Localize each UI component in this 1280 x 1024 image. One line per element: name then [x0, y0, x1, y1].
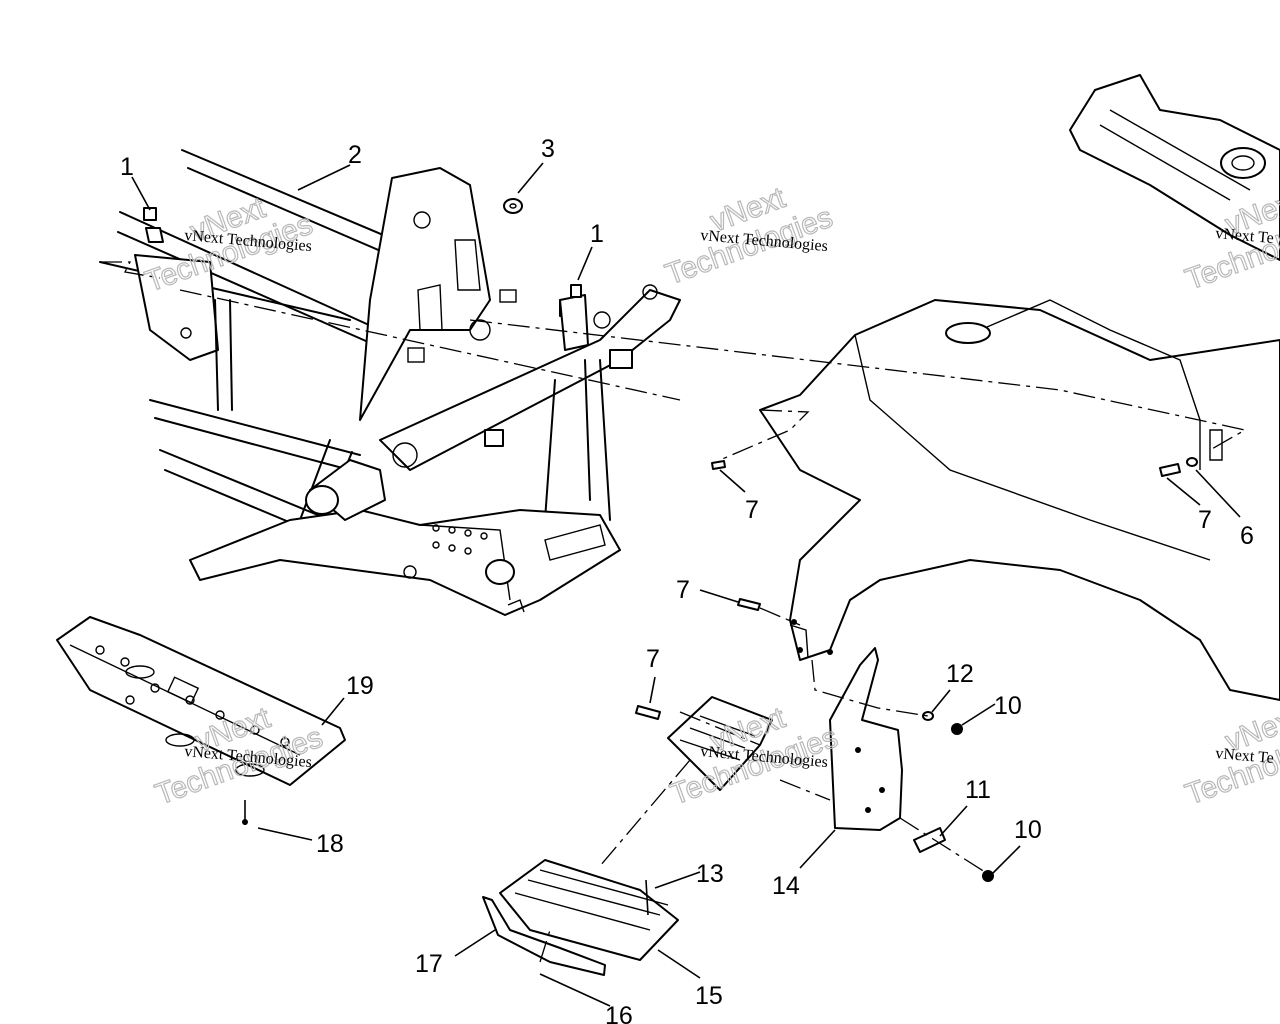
callout-10-upper: 10 — [994, 692, 1022, 720]
callout-11: 11 — [965, 776, 991, 804]
watermark-bottom-right: vNext Technol vNext Te — [1181, 701, 1280, 813]
fasteners — [242, 457, 1198, 916]
assembly-lines — [100, 261, 1247, 963]
callout-14: 14 — [772, 872, 800, 900]
callout-3: 3 — [541, 135, 555, 163]
callout-10-lower: 10 — [1014, 816, 1042, 844]
svg-text:vNext Te: vNext Te — [1215, 745, 1275, 767]
callouts: 1 2 3 1 7 7 6 7 7 12 10 11 10 14 13 15 1… — [120, 135, 1254, 1024]
mud-flap — [829, 647, 946, 853]
watermark-top-center: vNext Technologies vNext Technologies — [661, 181, 838, 293]
footrest-upper — [667, 696, 773, 791]
rear-fender-part — [1069, 74, 1280, 261]
callout-19: 19 — [346, 672, 374, 700]
front-fender — [759, 299, 1280, 701]
callout-12: 12 — [946, 660, 974, 688]
watermark-top-left: vNext Technologies vNext Technologies — [141, 191, 318, 300]
callout-1-left: 1 — [120, 153, 134, 181]
callout-2: 2 — [348, 141, 362, 169]
footrest-lower — [482, 859, 679, 976]
callout-7-footrest: 7 — [646, 645, 660, 673]
callout-1-right: 1 — [590, 220, 604, 248]
callout-16: 16 — [605, 1002, 633, 1024]
callout-7-mid: 7 — [676, 576, 690, 604]
callout-7-fender-left: 7 — [745, 496, 759, 524]
skid-plate — [56, 616, 346, 786]
leader-lines — [131, 162, 1241, 1007]
svg-text:vNext Te: vNext Te — [1215, 225, 1275, 247]
frame-assembly — [99, 149, 681, 616]
callout-17: 17 — [415, 950, 443, 978]
callout-7-fender-right: 7 — [1198, 506, 1212, 534]
callout-6: 6 — [1240, 522, 1254, 550]
callout-15: 15 — [695, 982, 723, 1010]
callout-13: 13 — [696, 860, 724, 888]
callout-18: 18 — [316, 830, 344, 858]
